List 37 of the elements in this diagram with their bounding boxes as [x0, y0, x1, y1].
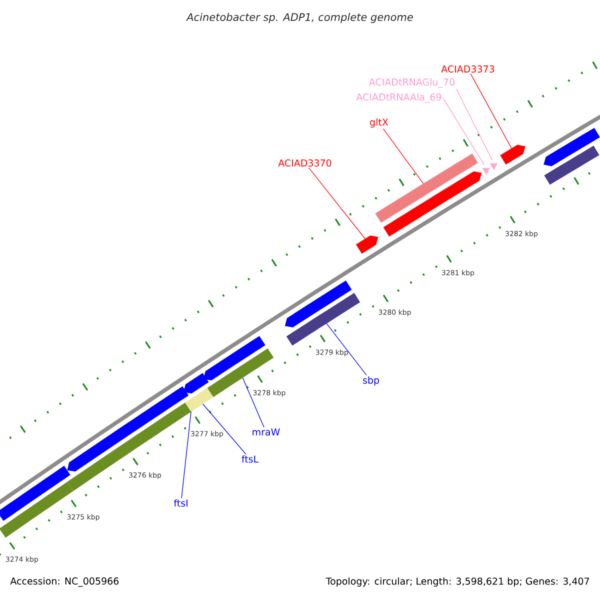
trna-marker [482, 168, 490, 175]
gene-block [286, 292, 360, 346]
gene-block [67, 386, 189, 472]
gene-block [544, 146, 600, 185]
footer-text: Topology: circular; Length: 3,598,621 bp; Genes: 3,407 [326, 577, 589, 587]
gene-label: ACIAD3373 [441, 65, 494, 73]
gene-block [203, 336, 266, 380]
gene-block [185, 388, 214, 412]
gene-block [67, 402, 192, 491]
leader-line [382, 128, 424, 184]
gene-block [383, 171, 482, 237]
gene-block [183, 372, 209, 394]
map-title: Acinetobacter sp. ADP1, complete genome [186, 12, 413, 24]
gene-block [207, 348, 274, 398]
leader-line [242, 377, 264, 428]
leader-line [326, 323, 367, 376]
gene-label: ACIADtRNAAla_69 [356, 93, 442, 103]
gene-label: sbp [363, 376, 379, 386]
leader-line [470, 73, 512, 149]
trna-marker [490, 163, 498, 170]
gene-label: ftsL [242, 455, 259, 463]
leader-line [308, 167, 366, 240]
gene-label: ACIADtRNAGlu_70 [368, 78, 454, 88]
gene-block [356, 236, 378, 254]
leader-line [456, 88, 493, 160]
gene-label: gltX [370, 118, 388, 128]
leader-line [202, 404, 246, 454]
gene-block [500, 144, 526, 165]
leader-line [181, 411, 192, 498]
gene-label: ftsI [174, 499, 188, 507]
gene-block [375, 154, 478, 223]
gene-block [284, 280, 352, 328]
gene-label: mraW [252, 428, 280, 436]
leader-line [442, 98, 485, 166]
gene-block [544, 128, 600, 166]
gene-label: ACIAD3370 [278, 159, 332, 167]
footer-text: Accession: NC_005966 [10, 577, 119, 587]
